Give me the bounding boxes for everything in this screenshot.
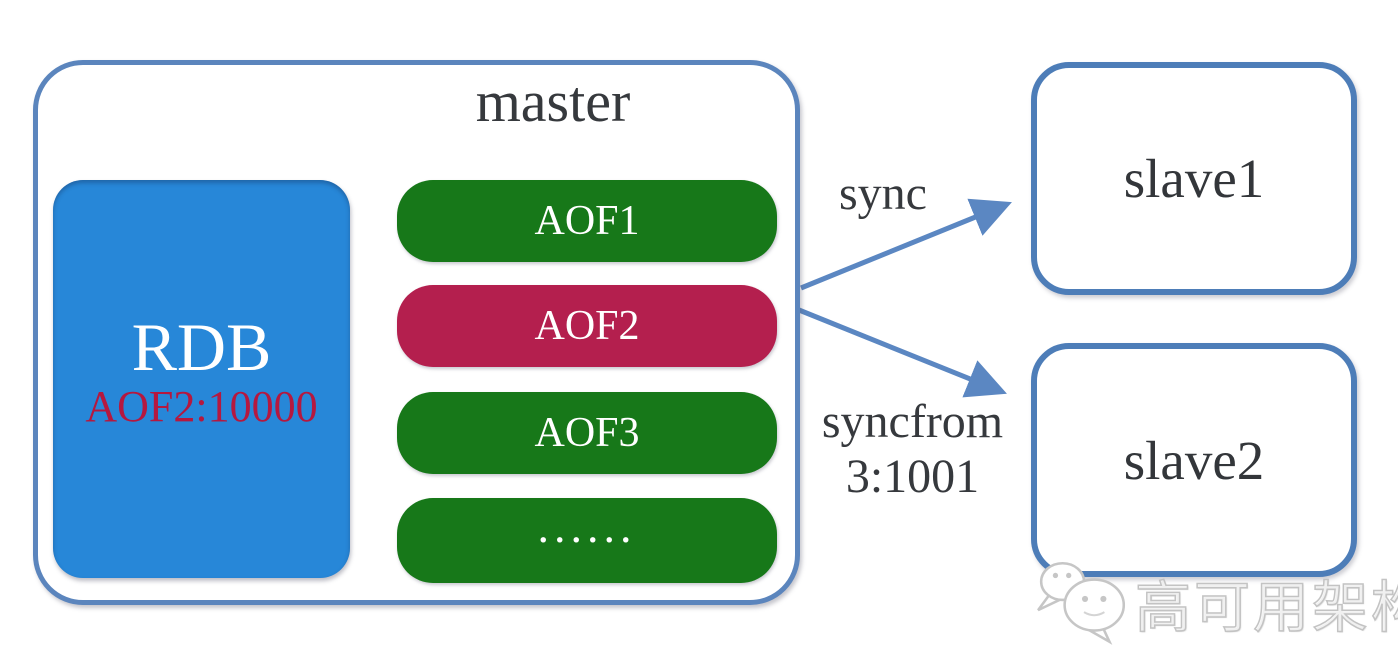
syncfrom-arrow-label-line1: syncfrom	[821, 395, 1004, 448]
master-title: master	[475, 69, 631, 134]
rdb-label: RDB	[131, 308, 272, 385]
watermark-text: 高可用架构	[1134, 575, 1398, 640]
slave1-label: slave1	[1123, 148, 1265, 209]
slave2-node: slave2	[1031, 343, 1357, 577]
watermark: 高可用架构	[1033, 552, 1398, 654]
slave2-label: slave2	[1123, 429, 1265, 491]
aof-segment-more: ......	[397, 498, 777, 583]
aof-segment-2-label: AOF2	[534, 303, 640, 349]
sync-arrow-label: sync	[839, 167, 927, 220]
aof-segment-3-label: AOF3	[534, 410, 640, 456]
aof-segment-1-label: AOF1	[534, 198, 640, 244]
aof-segment-2: AOF2	[397, 285, 777, 367]
aof-segment-more-label: ......	[537, 501, 637, 552]
syncfrom-arrow-label-line2: 3:1001	[845, 450, 980, 504]
rdb-offset-label: AOF2:10000	[85, 381, 318, 431]
aof-segment-1: AOF1	[397, 180, 777, 262]
master-node: master RDB AOF2:10000 AOF1 AOF2 AOF3 ...…	[33, 60, 800, 605]
syncfrom-arrow-label: syncfrom 3:1001	[805, 394, 1020, 504]
rdb-node: RDB AOF2:10000	[53, 180, 350, 578]
aof-segment-3: AOF3	[397, 392, 777, 474]
syncfrom-arrow	[798, 307, 1007, 398]
wechat-chat-bubbles-icon	[1037, 561, 1126, 645]
slave1-node: slave1	[1031, 62, 1357, 295]
